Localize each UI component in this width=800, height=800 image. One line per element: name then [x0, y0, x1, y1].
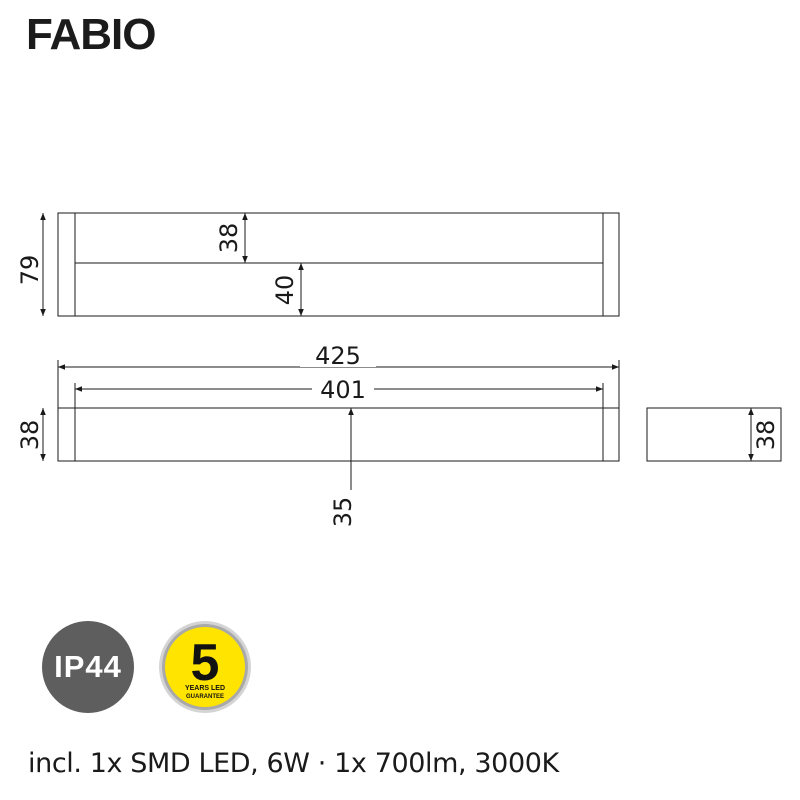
dim-label-38-side: 38	[752, 420, 780, 451]
dim-label-40: 40	[271, 275, 299, 306]
dim-label-35: 35	[329, 497, 357, 528]
top-view-outline	[57, 212, 620, 317]
guarantee-badge-icon: 5 YEARS LED GUARANTEE	[159, 621, 251, 713]
product-specs: incl. 1x SMD LED, 6W · 1x 700lm, 3000K	[28, 748, 559, 779]
ip-rating-label: IP44	[54, 649, 122, 684]
dim-label-38-top: 38	[215, 223, 243, 254]
side-view-outline	[646, 407, 782, 462]
dim-label-401: 401	[320, 376, 366, 404]
ip-rating-badge: IP44	[42, 621, 134, 713]
guarantee-line1: YEARS LED	[185, 685, 225, 692]
guarantee-years: 5	[191, 634, 220, 692]
side-view	[646, 407, 782, 462]
top-view	[40, 212, 620, 317]
dim-label-79: 79	[16, 255, 44, 286]
guarantee-line2: GUARANTEE	[186, 694, 224, 700]
dim-label-425: 425	[315, 342, 361, 370]
product-title: FABIO	[26, 10, 156, 59]
front-view-outline	[57, 407, 620, 462]
dim-label-38-front: 38	[16, 420, 44, 451]
